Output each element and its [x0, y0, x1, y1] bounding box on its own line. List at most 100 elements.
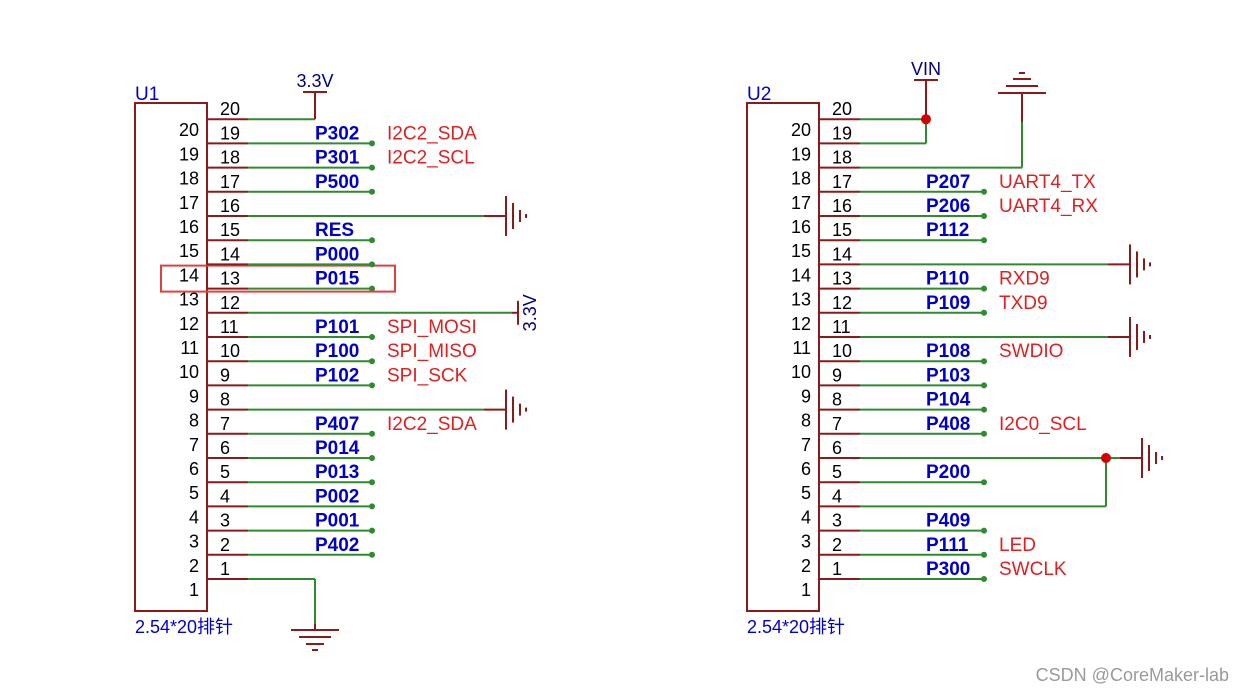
watermark: CSDN @CoreMaker-lab [1035, 665, 1229, 685]
pin-number-inner: 1 [189, 580, 199, 600]
pin-number-inner: 12 [179, 314, 199, 334]
pin-number-outer: 15 [220, 220, 240, 240]
pin-number-inner: 14 [179, 265, 199, 285]
pin-number-inner: 19 [179, 144, 199, 164]
net-label: P409 [926, 511, 970, 532]
pin-number-outer: 2 [220, 535, 230, 555]
pin-number-outer: 5 [832, 462, 842, 482]
pin-number-outer: 5 [220, 462, 230, 482]
header-body [134, 102, 208, 612]
pin-endpoint [981, 479, 987, 486]
header-body [746, 102, 820, 612]
net-label: P104 [926, 390, 971, 411]
net-label: P111 [926, 535, 969, 556]
net-label: P500 [315, 172, 359, 193]
pin-number-inner: 15 [791, 241, 811, 261]
pin-number-outer: 20 [832, 99, 852, 119]
net-label: P300 [926, 559, 970, 580]
power-label: 3.3V [520, 294, 540, 331]
net-label: P103 [926, 365, 970, 386]
pin-number-outer: 6 [832, 438, 842, 458]
pin-number-outer: 20 [220, 99, 240, 119]
pin-number-inner: 6 [801, 459, 811, 479]
pin-number-outer: 1 [832, 559, 842, 579]
pin-number-inner: 3 [801, 532, 811, 552]
pin-number-inner: 2 [189, 556, 199, 576]
pin-endpoint [981, 382, 987, 389]
pin-endpoint [981, 527, 987, 534]
pin-number-inner: 13 [791, 290, 811, 310]
pin-number-outer: 1 [220, 559, 230, 579]
function-label: SPI_MISO [387, 341, 477, 362]
pin-endpoint [369, 261, 375, 268]
pin-number-outer: 18 [832, 148, 852, 168]
pin-number-outer: 13 [220, 269, 240, 289]
pin-number-inner: 2 [801, 556, 811, 576]
function-label: LED [999, 535, 1036, 556]
net-label: P108 [926, 341, 970, 362]
power-label: 3.3V [296, 71, 333, 91]
pin-number-outer: 10 [220, 341, 240, 361]
pin-number-inner: 1 [801, 580, 811, 600]
pin-number-inner: 11 [180, 338, 199, 358]
pin-number-inner: 7 [801, 435, 811, 455]
net-label: P206 [926, 196, 970, 217]
pin-endpoint [981, 285, 987, 292]
net-label: P002 [315, 486, 359, 507]
pin-number-outer: 17 [832, 172, 852, 192]
pin-endpoint [369, 164, 375, 171]
net-label: P014 [315, 438, 360, 459]
net-label: P000 [315, 244, 359, 265]
pin-number-inner: 20 [179, 120, 199, 140]
net-label: P102 [315, 365, 359, 386]
power-label: VIN [911, 59, 941, 79]
pin-number-inner: 19 [791, 144, 811, 164]
pin-number-inner: 9 [801, 386, 811, 406]
pin-number-inner: 8 [801, 411, 811, 431]
pin-number-outer: 16 [220, 196, 240, 216]
pin-endpoint [981, 188, 987, 195]
net-label: P013 [315, 462, 359, 483]
net-label: P407 [315, 414, 359, 435]
header-value-label: 2.54*20排针 [135, 617, 233, 637]
net-label: P015 [315, 269, 360, 290]
pin-number-outer: 4 [832, 486, 842, 506]
pin-number-inner: 15 [179, 241, 199, 261]
pin-endpoint [981, 237, 987, 244]
pin-number-inner: 20 [791, 120, 811, 140]
pin-number-outer: 13 [832, 269, 852, 289]
pin-number-outer: 19 [832, 123, 852, 143]
pin-endpoint [369, 358, 375, 365]
pin-number-outer: 4 [220, 486, 230, 506]
pin-number-outer: 18 [220, 148, 240, 168]
header-ref-label: U2 [747, 84, 771, 105]
pin-number-inner: 6 [189, 459, 199, 479]
pin-number-inner: 8 [189, 411, 199, 431]
net-label: P207 [926, 172, 970, 193]
pin-number-inner: 4 [801, 507, 811, 527]
pin-number-inner: 14 [791, 265, 811, 285]
pin-number-outer: 17 [220, 172, 240, 192]
function-label: I2C2_SDA [387, 123, 477, 144]
pin-number-outer: 11 [220, 317, 239, 337]
function-label: SPI_SCK [387, 365, 468, 386]
pin-endpoint [369, 334, 375, 340]
pin-number-outer: 16 [832, 196, 852, 216]
pin-number-inner: 12 [791, 314, 811, 334]
junction-dot [921, 114, 931, 125]
pin-number-inner: 5 [189, 483, 199, 503]
junction-dot [1101, 453, 1111, 463]
pin-number-outer: 8 [220, 390, 230, 410]
pin-endpoint [369, 551, 375, 558]
pin-number-inner: 16 [791, 217, 811, 237]
pin-endpoint [981, 430, 987, 437]
pin-number-outer: 14 [220, 244, 240, 264]
pin-endpoint [369, 140, 375, 147]
function-label: I2C2_SCL [387, 148, 475, 169]
pin-endpoint [981, 309, 987, 316]
pin-endpoint [369, 285, 375, 292]
pin-number-inner: 17 [179, 193, 199, 213]
